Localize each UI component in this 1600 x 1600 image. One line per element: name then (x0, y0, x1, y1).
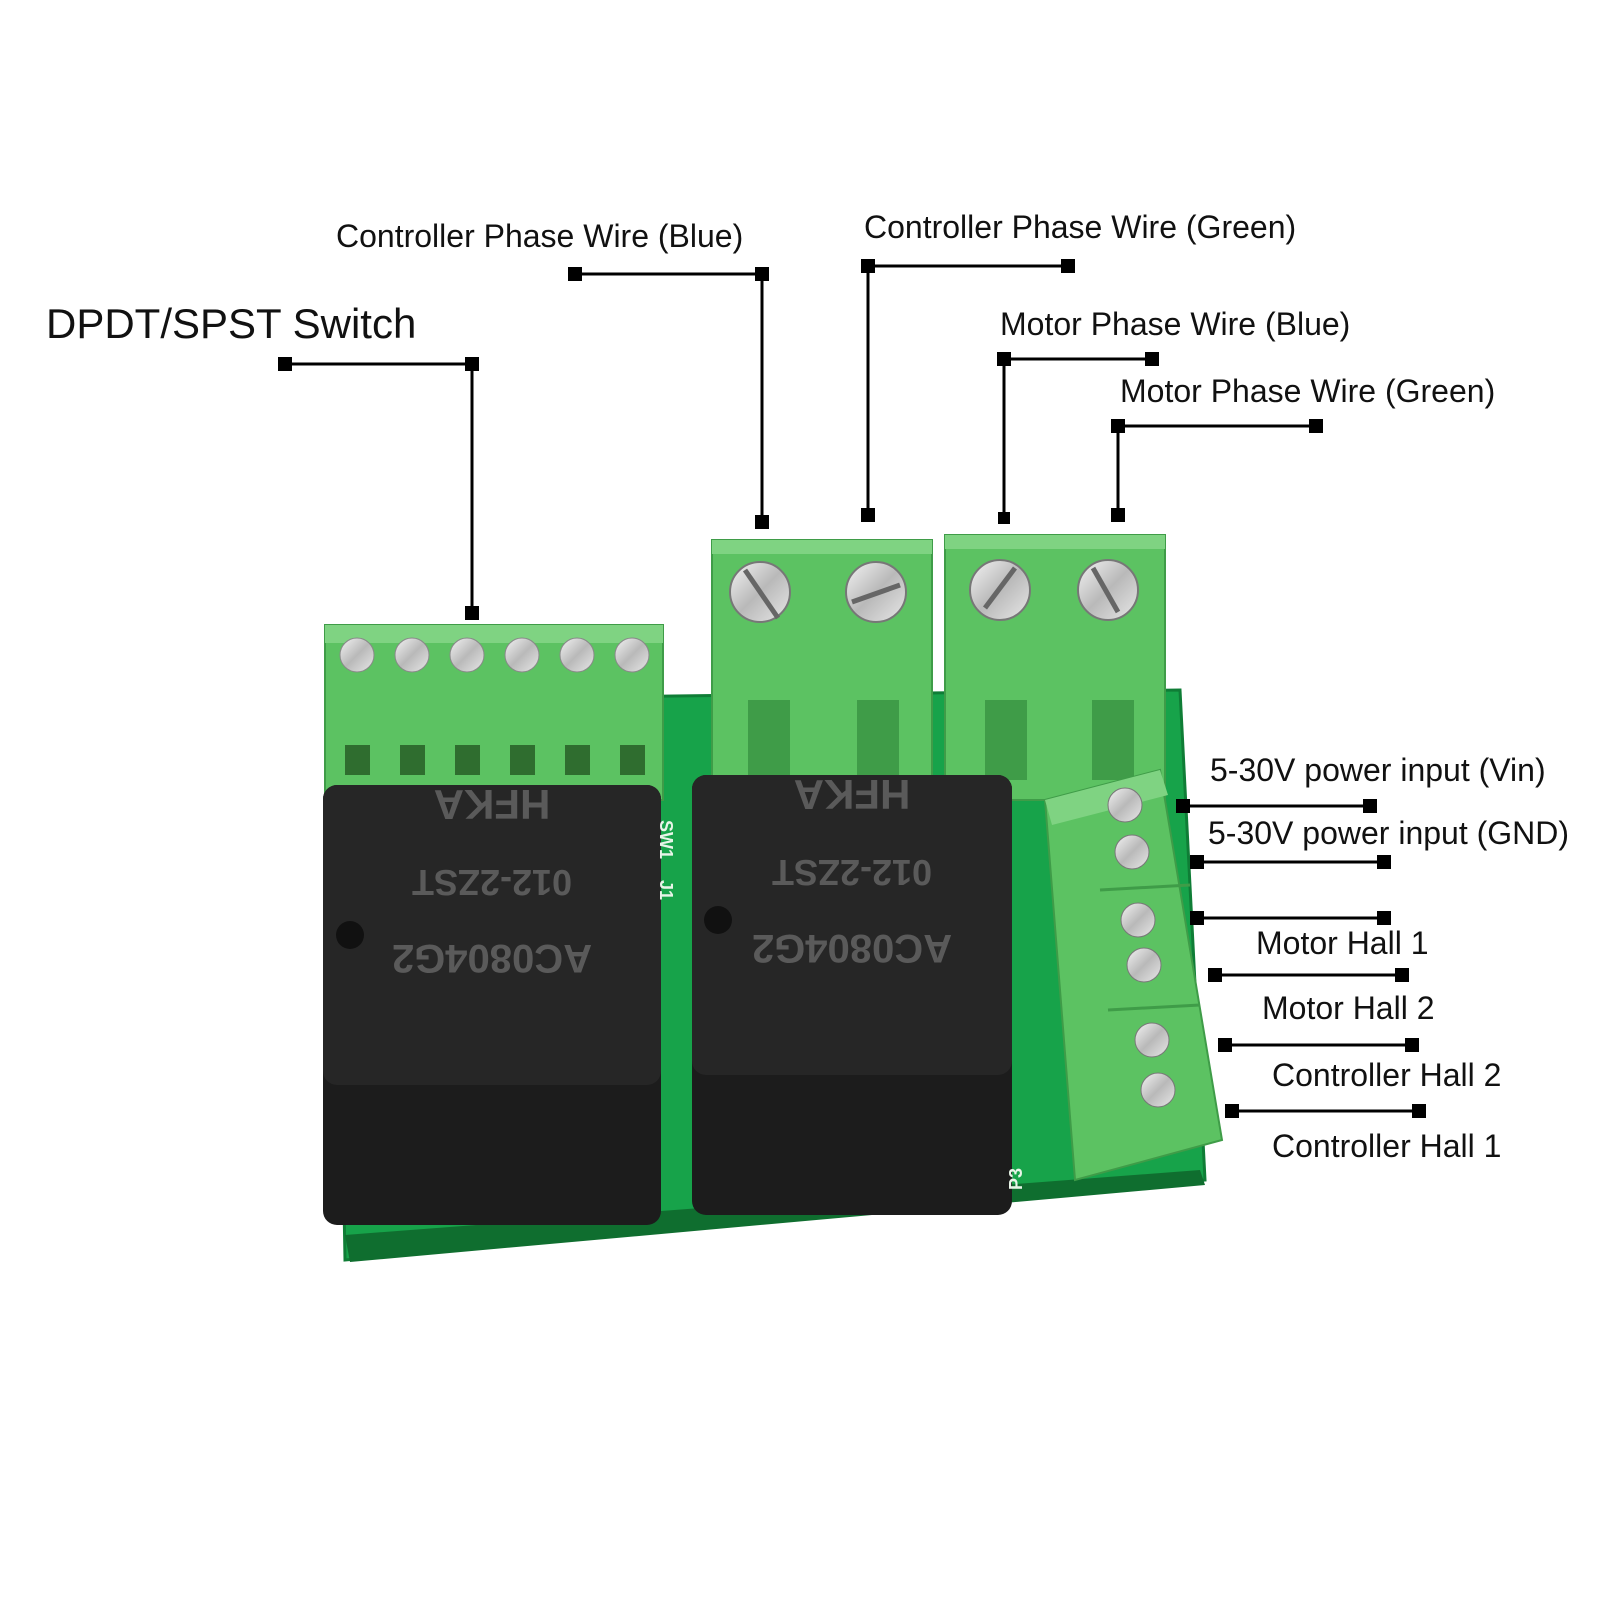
relay-1: AC0804G2 012-2ZST HFKA (323, 781, 661, 1225)
label-motor-phase-green: Motor Phase Wire (Green) (1120, 373, 1496, 409)
controller-phase-terminal (711, 539, 933, 801)
silk-sw1: SW1 (656, 820, 676, 859)
relay-2-part: 012-2ZST (772, 852, 932, 893)
controller-phase-blue-leader (575, 272, 764, 522)
label-controller-phase-green: Controller Phase Wire (Green) (864, 209, 1297, 245)
switch-screws (339, 637, 650, 673)
switch-leader (285, 362, 474, 613)
label-motor-phase-blue: Motor Phase Wire (Blue) (1000, 306, 1351, 342)
relay-2-brand: HFKA (794, 771, 911, 818)
relay-1-brand: HFKA (434, 781, 551, 828)
motor-phase-terminal (944, 534, 1166, 801)
switch-terminal-block (324, 624, 664, 801)
hall-screws (1107, 787, 1176, 1108)
relay-1-part: 012-2ZST (412, 862, 572, 903)
relay-2-model: AC0804G2 (752, 926, 952, 970)
label-power-gnd: 5-30V power input (GND) (1208, 815, 1570, 851)
silk-p3: P3 (1006, 1168, 1026, 1190)
label-power-vin: 5-30V power input (Vin) (1210, 752, 1546, 788)
controller-phase-green-leader (866, 264, 1068, 515)
label-motor-hall-1: Motor Hall 1 (1256, 925, 1429, 961)
silk-j1: J1 (656, 880, 676, 900)
label-dpdt-spst-switch: DPDT/SPST Switch (46, 300, 417, 347)
relay-2: AC0804G2 012-2ZST HFKA (692, 771, 1012, 1215)
label-controller-hall-2: Controller Hall 2 (1272, 1057, 1502, 1093)
hall-terminal-block (1043, 768, 1224, 1182)
motor-phase-green-leader (1116, 424, 1316, 515)
relay-1-model: AC0804G2 (392, 936, 592, 980)
label-controller-phase-blue: Controller Phase Wire (Blue) (336, 218, 744, 254)
label-motor-hall-2: Motor Hall 2 (1262, 990, 1435, 1026)
callout-endpoints (278, 259, 1426, 1118)
label-controller-hall-1: Controller Hall 1 (1272, 1128, 1502, 1164)
